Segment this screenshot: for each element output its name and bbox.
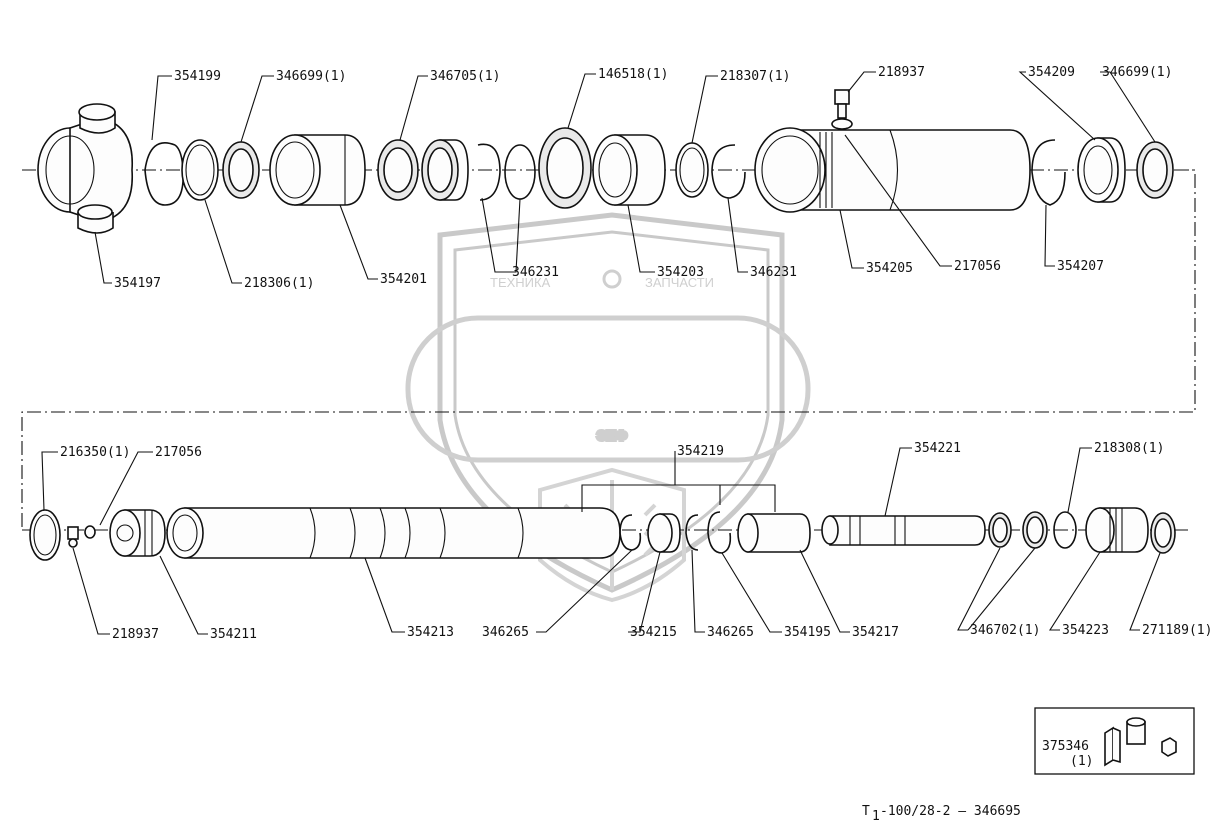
- label-354223: 354223: [1062, 623, 1109, 638]
- label-346265-a: 346265: [482, 625, 529, 640]
- cylinder-tube-354205: [754, 127, 1031, 213]
- label-271189: 271189(1): [1142, 623, 1212, 638]
- kit-qty: (1): [1070, 754, 1093, 769]
- label-354199: 354199: [174, 69, 221, 84]
- gland-354209: [1077, 137, 1126, 203]
- watermark-big-letters: ЭПФ: [597, 428, 627, 443]
- label-354209: 354209: [1028, 65, 1075, 80]
- watermark-pill: [405, 315, 811, 463]
- top-row-parts: [37, 89, 1174, 234]
- drawing-number: T 1 -100/28-2 — 346695: [862, 804, 1021, 824]
- label-217056-bottom: 217056: [155, 445, 202, 460]
- ring-218306: [181, 139, 219, 201]
- connector-line: [21, 169, 1196, 530]
- centerlines: [21, 169, 1196, 531]
- ring-218308: [1053, 511, 1077, 549]
- bottom-row-parts: [29, 507, 1176, 561]
- repair-kit-box: 375346 (1): [1034, 707, 1195, 775]
- seal-346702-b: [1022, 511, 1048, 549]
- gland-354223: [1085, 507, 1149, 553]
- washer-217056: [84, 525, 96, 539]
- doc-prefix: T: [862, 804, 870, 819]
- label-218937-top: 218937: [878, 65, 925, 80]
- label-354207: 354207: [1057, 259, 1104, 274]
- sleeve-354217: [737, 513, 811, 553]
- bushing: [421, 139, 469, 201]
- snap-ring-354199: [144, 142, 184, 206]
- label-354197: 354197: [114, 276, 161, 291]
- kit-parts-icon: [1104, 717, 1177, 767]
- label-354213: 354213: [407, 625, 454, 640]
- snap-ring-346265-b: [685, 514, 699, 551]
- label-216350: 216350(1): [60, 445, 130, 460]
- ring-218307: [675, 142, 709, 198]
- doc-subscript: 1: [872, 809, 880, 824]
- label-354203: 354203: [657, 265, 704, 280]
- snap-ring-354207: [1031, 139, 1066, 206]
- label-354201: 354201: [380, 272, 427, 287]
- ring-346231-b: [504, 144, 536, 200]
- snap-ring-354195: [707, 511, 732, 554]
- snap-ring-346265-a: [619, 514, 642, 551]
- doc-number: -100/28-2 — 346695: [880, 804, 1021, 819]
- sleeve-354203: [592, 134, 666, 206]
- label-346705: 346705(1): [430, 69, 500, 84]
- label-217056-top: 217056: [954, 259, 1001, 274]
- rod-tube-354213: [166, 507, 621, 559]
- piston-354211: [109, 509, 166, 557]
- watermark-word-left: ТЕХНИКА: [490, 275, 551, 290]
- bushing-354215: [647, 513, 681, 553]
- label-354221: 354221: [914, 441, 961, 456]
- label-346231-b: 346231: [750, 265, 797, 280]
- label-354215: 354215: [630, 625, 677, 640]
- rod-354221: [821, 515, 986, 546]
- seal-271189: [1150, 512, 1176, 554]
- leader-lines: [41, 71, 1161, 635]
- label-218307: 218307(1): [720, 69, 790, 84]
- part-labels: 354199 346699(1) 346705(1) 146518(1) 218…: [60, 65, 1212, 642]
- label-354195: 354195: [784, 625, 831, 640]
- seal-346702-a: [988, 512, 1012, 548]
- label-346699-top: 346699(1): [276, 69, 346, 84]
- label-354205: 354205: [866, 261, 913, 276]
- sleeve-354201: [269, 134, 366, 206]
- label-218308: 218308(1): [1094, 441, 1164, 456]
- seal-346699-right: [1136, 141, 1174, 199]
- label-354217: 354217: [852, 625, 899, 640]
- seal-146518: [538, 127, 592, 209]
- watermark-word-right: ЗАПЧАСТИ: [645, 275, 714, 290]
- label-146518: 146518(1): [598, 67, 668, 82]
- seal-346705: [377, 139, 419, 201]
- label-354211: 354211: [210, 627, 257, 642]
- label-218306: 218306(1): [244, 276, 314, 291]
- label-346702: 346702(1): [970, 623, 1040, 638]
- label-218937-bottom: 218937: [112, 627, 159, 642]
- ring-216350: [29, 509, 61, 561]
- eye-housing-354197: [37, 103, 133, 234]
- seal-346699-left: [222, 141, 260, 199]
- label-354219: 354219: [677, 444, 724, 459]
- label-346699-right: 346699(1): [1102, 65, 1172, 80]
- snap-ring-346231-c: [711, 144, 746, 199]
- gear-icon: [602, 269, 622, 289]
- plug-218937-bottom: [67, 526, 79, 548]
- label-346231-a: 346231: [512, 265, 559, 280]
- snap-ring-346231-a: [477, 143, 501, 201]
- kit-code: 375346: [1042, 739, 1089, 754]
- label-346265-b: 346265: [707, 625, 754, 640]
- plug-218937-top: [831, 89, 853, 130]
